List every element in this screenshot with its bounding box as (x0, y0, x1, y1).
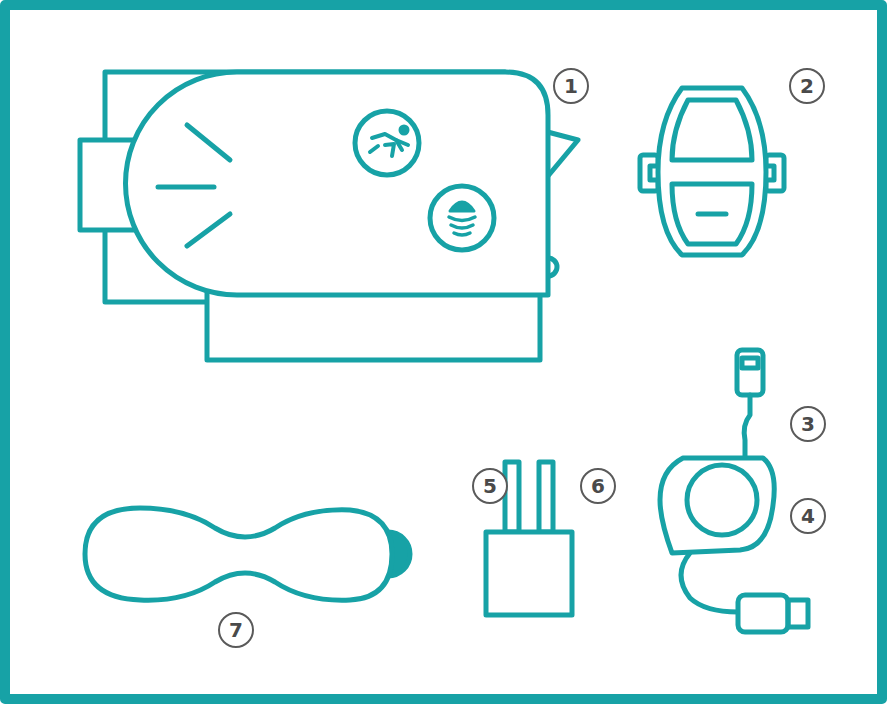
callout-number: 2 (789, 68, 825, 104)
device (80, 72, 578, 360)
strap (85, 508, 410, 600)
callout-number: 6 (580, 468, 616, 504)
callout-number: 4 (790, 498, 826, 534)
callout-number: 1 (553, 68, 589, 104)
frame (5, 5, 882, 699)
callout-number: 5 (472, 468, 508, 504)
callout-number: 7 (218, 612, 254, 648)
phone-holder (640, 88, 784, 255)
callout-number: 3 (790, 406, 826, 442)
usb-cable (660, 350, 808, 632)
